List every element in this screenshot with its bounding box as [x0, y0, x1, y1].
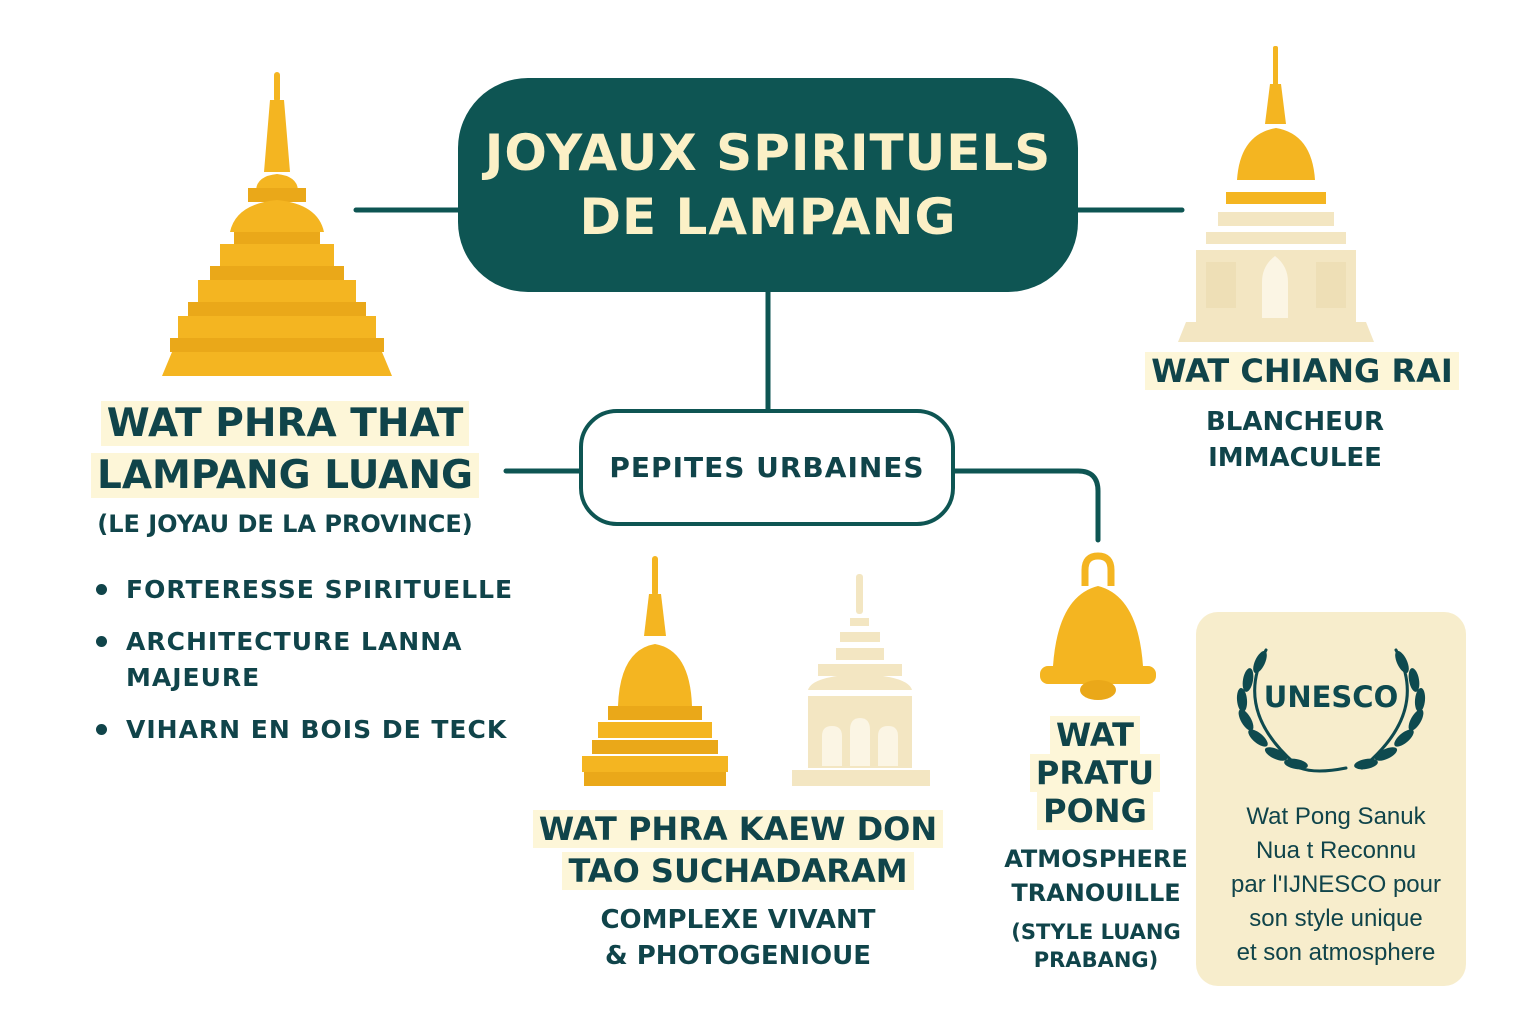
pong-temple-title: WAT PRATU PONG	[1020, 716, 1170, 830]
middle-temple-title-line-2: TAO SUCHADARAM	[562, 852, 914, 890]
unesco-text-line: par l'IJNESCO pour	[1231, 871, 1441, 898]
unesco-emblem-text: UNESCO	[1263, 680, 1399, 714]
middle-temple-title-line-1: WAT PHRA KAEW DON	[532, 810, 944, 848]
pong-temple-title-line-1: WAT	[1050, 716, 1140, 754]
middle-temple-subtitle: COMPLEXE VIVANT & PHOTOGENIOUE	[560, 902, 916, 974]
main-title-box: JOYAUX SPIRITUELS DE LAMPANG	[458, 78, 1078, 292]
left-temple-title-line-1: WAT PHRA THAT	[100, 401, 470, 446]
bullet-dot-icon	[96, 724, 107, 735]
bullet-text: VIHARN EN BOIS DE TECK	[126, 715, 508, 744]
main-title-line-2: DE LAMPANG	[579, 188, 957, 246]
pong-temple-subtitle-line-1: ATMOSPHERE	[1004, 845, 1188, 873]
unesco-card-text: Wat Pong Sanuk Nua t Reconnu par l'IJNES…	[1214, 800, 1458, 970]
unesco-card	[1196, 612, 1466, 986]
unesco-text-line: Wat Pong Sanuk	[1246, 803, 1426, 830]
right-temple-subtitle-line-1: BLANCHEUR	[1205, 407, 1384, 437]
middle-temple-title: WAT PHRA KAEW DON TAO SUCHADARAM	[520, 808, 956, 892]
bullet-text: ARCHITECTURE LANNA	[126, 627, 463, 656]
laurel-wreath-icon	[1236, 648, 1426, 773]
left-temple-title: WAT PHRA THAT LAMPANG LUANG	[70, 398, 500, 502]
pong-temple-title-line-2: PRATU	[1029, 754, 1161, 792]
pong-temple-title-line-3: PONG	[1037, 792, 1153, 830]
right-temple-subtitle-line-2: IMMACULEE	[1208, 443, 1382, 473]
bullet-dot-icon	[96, 636, 107, 647]
left-temple-bullets: FORTERESSE SPIRITUELLE ARCHITECTURE LANN…	[92, 572, 532, 764]
pong-temple-subtitle-line-2: TRANOUILLE	[1011, 879, 1181, 907]
right-temple-title-text: WAT CHIANG RAI	[1145, 352, 1459, 390]
bullet-item: ARCHITECTURE LANNA MAJEURE	[92, 624, 532, 696]
small-golden-stupa-icon	[582, 556, 728, 786]
right-temple-title: WAT CHIANG RAI	[1140, 352, 1464, 390]
right-temple-subtitle: BLANCHEUR IMMACULEE	[1170, 404, 1420, 476]
bullet-text-continued: MAJEURE	[126, 663, 261, 692]
white-temple-icon	[1178, 46, 1374, 342]
white-shrine-icon	[792, 574, 930, 786]
left-temple-subtitle: (LE JOYAU DE LA PROVINCE)	[97, 510, 473, 538]
bell-icon	[1040, 552, 1156, 700]
pong-temple-subtitle: ATMOSPHERE TRANOUILLE	[990, 842, 1202, 910]
bullet-text: FORTERESSE SPIRITUELLE	[126, 575, 514, 604]
center-node: PEPITES URBAINES	[579, 409, 955, 526]
golden-stupa-icon	[162, 72, 392, 376]
pong-temple-note-line-1: (STYLE LUANG	[1011, 920, 1181, 944]
main-title-line-1: JOYAUX SPIRITUELS	[484, 124, 1052, 182]
bullet-dot-icon	[96, 584, 107, 595]
connector-center-right	[952, 468, 1101, 543]
pong-temple-note: (STYLE LUANG PRABANG)	[990, 918, 1202, 974]
unesco-text-line: Nua t Reconnu	[1255, 837, 1417, 864]
middle-temple-subtitle-line-1: COMPLEXE VIVANT	[600, 905, 876, 935]
bullet-item: FORTERESSE SPIRITUELLE	[92, 572, 532, 608]
bullet-item: VIHARN EN BOIS DE TECK	[92, 712, 532, 748]
left-temple-title-line-2: LAMPANG LUANG	[90, 453, 480, 498]
center-node-label: PEPITES URBAINES	[609, 451, 925, 484]
middle-temple-subtitle-line-2: & PHOTOGENIOUE	[605, 941, 871, 971]
pong-temple-note-line-2: PRABANG)	[1033, 948, 1159, 972]
unesco-text-line: son style unique	[1249, 905, 1423, 932]
unesco-text-line: et son atmosphere	[1236, 939, 1436, 966]
